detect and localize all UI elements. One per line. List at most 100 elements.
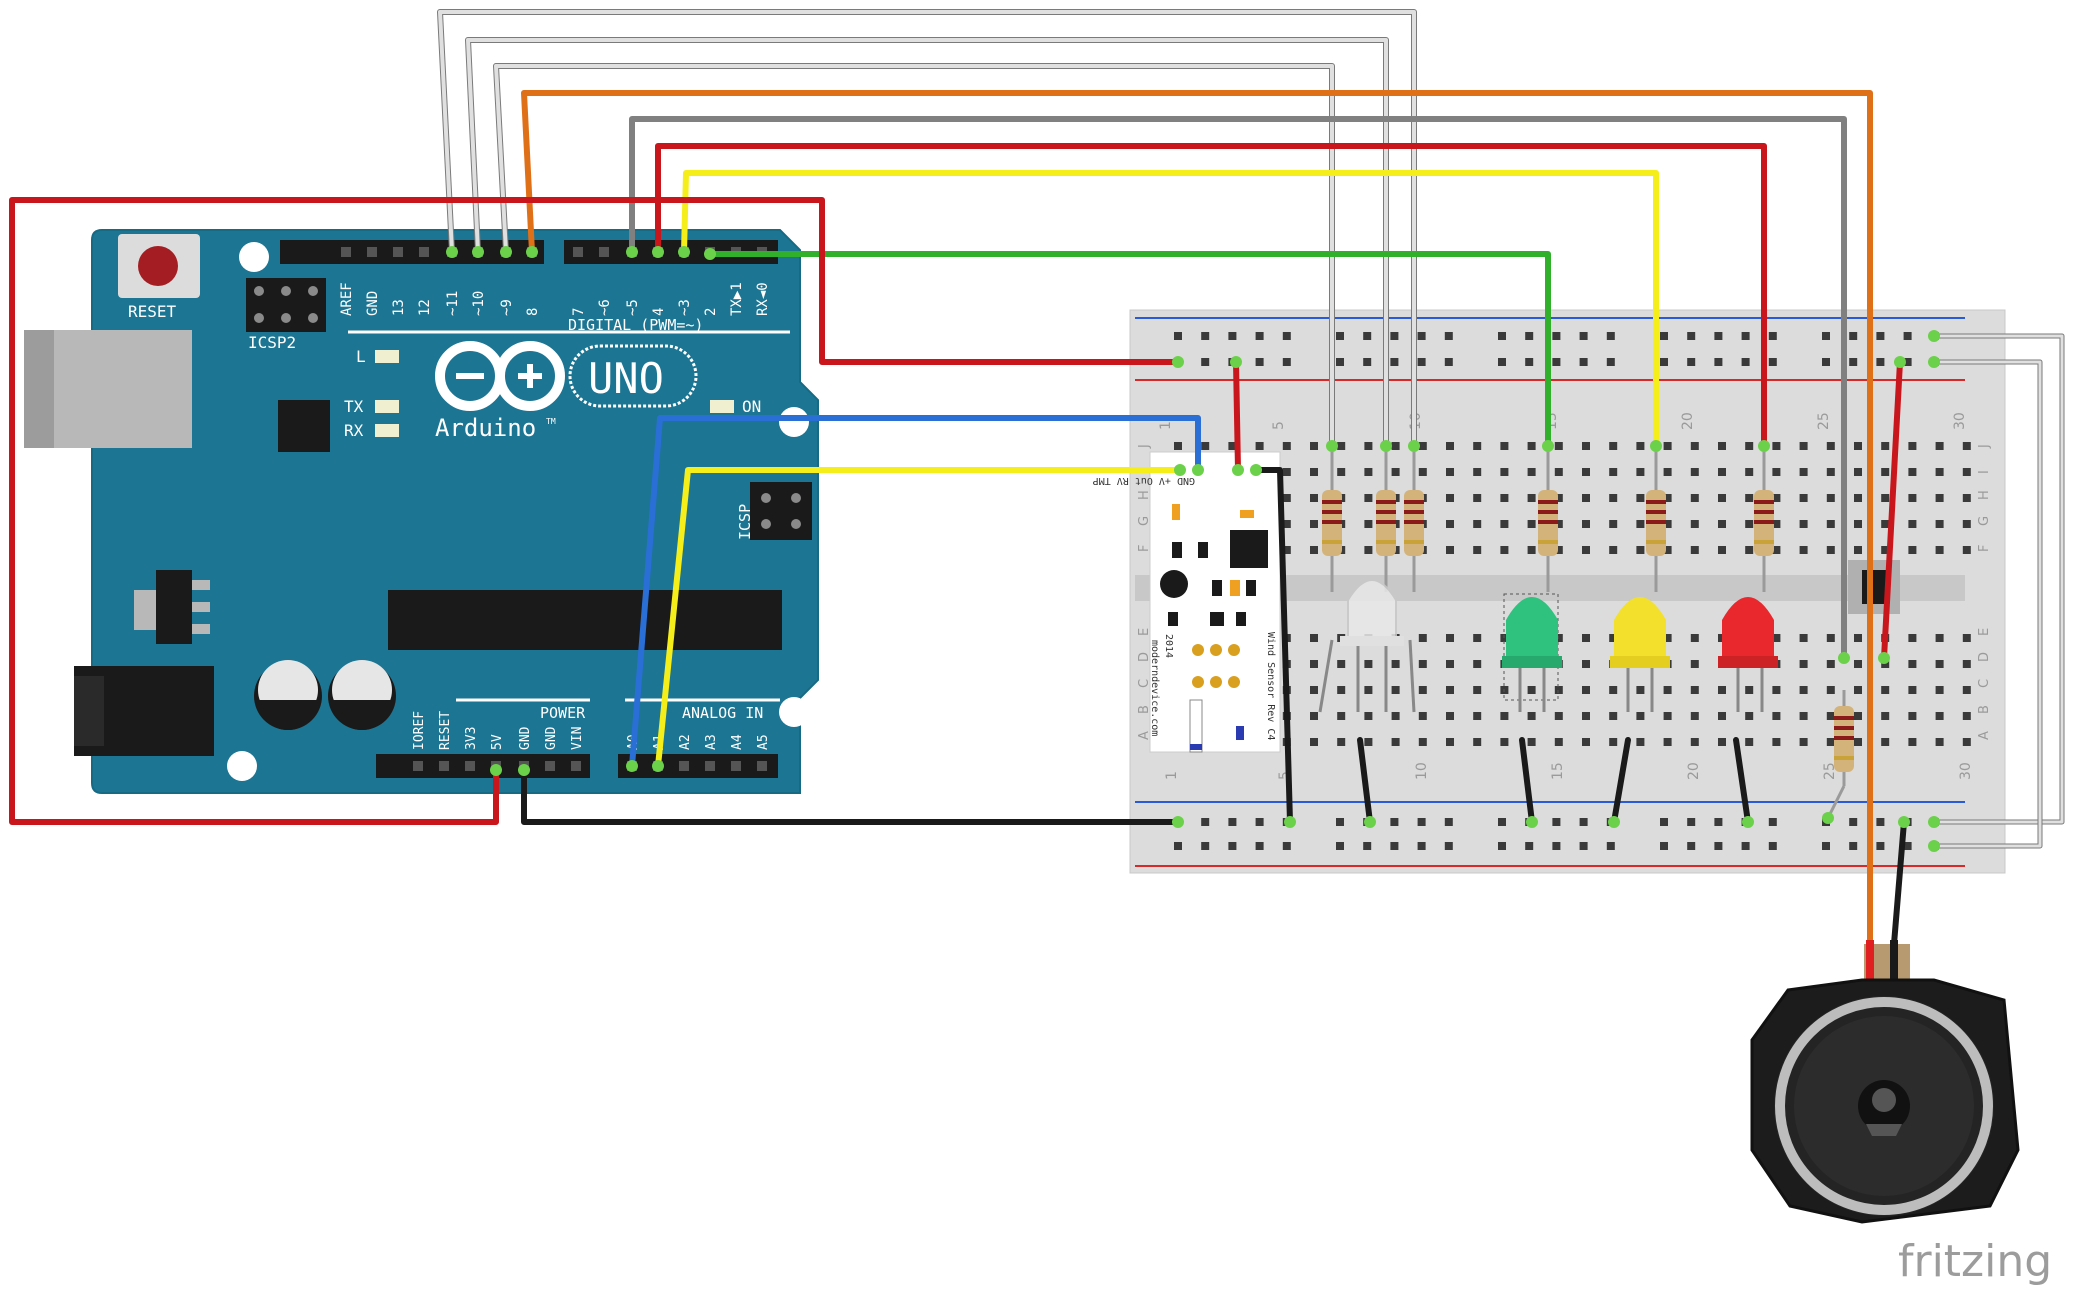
breadboard-hole bbox=[1663, 634, 1672, 642]
connection-point bbox=[652, 246, 664, 258]
breadboard-hole bbox=[1500, 712, 1509, 720]
row-letter: H bbox=[1977, 490, 1992, 500]
breadboard-hole bbox=[1826, 712, 1835, 720]
breadboard-hole bbox=[1935, 546, 1944, 554]
breadboard-hole bbox=[1255, 442, 1264, 450]
col-number-bottom: 5 bbox=[1277, 771, 1293, 780]
connection-point bbox=[518, 764, 530, 776]
resistor bbox=[1646, 446, 1666, 592]
breadboard-rail-hole bbox=[1525, 842, 1534, 850]
breadboard-hole bbox=[1799, 712, 1808, 720]
breadboard-rail-hole bbox=[1363, 358, 1372, 366]
wire-5v-red[interactable] bbox=[9, 197, 1181, 825]
breadboard-hole bbox=[1690, 468, 1699, 476]
wire-button-red[interactable] bbox=[1881, 359, 1903, 661]
connection-point bbox=[1894, 356, 1906, 368]
breadboard-hole bbox=[1690, 738, 1699, 746]
wire-endpoints bbox=[446, 246, 1940, 852]
breadboard-hole bbox=[1745, 494, 1754, 502]
breadboard-rail-hole bbox=[1606, 358, 1615, 366]
wire-led-gnd[interactable] bbox=[1611, 737, 1631, 825]
breadboard-hole bbox=[1473, 546, 1482, 554]
wire-pin2-green[interactable] bbox=[707, 251, 1551, 449]
uno-badge bbox=[568, 344, 698, 408]
breadboard-hole bbox=[1690, 520, 1699, 528]
breadboard-hole bbox=[1582, 468, 1590, 476]
breadboard-hole bbox=[1609, 738, 1618, 746]
wire-rail-jumper[interactable] bbox=[1932, 334, 2064, 824]
digital-pin-label: 7 bbox=[571, 308, 587, 316]
row-letter: G bbox=[1977, 516, 1992, 526]
green-led bbox=[1502, 593, 1562, 712]
breadboard-rail-hole bbox=[1849, 842, 1858, 850]
header-pin bbox=[439, 761, 449, 771]
breadboard-hole bbox=[1446, 520, 1454, 528]
breadboard-hole bbox=[1799, 738, 1808, 746]
breadboard-hole bbox=[1636, 468, 1645, 476]
yellow-led bbox=[1610, 597, 1670, 712]
wire-led-gnd[interactable] bbox=[1733, 737, 1751, 825]
header-pin bbox=[573, 247, 583, 257]
digital-pin-label: ~5 bbox=[625, 299, 641, 316]
breadboard-hole bbox=[1282, 468, 1291, 476]
row-letter: F bbox=[1977, 545, 1992, 552]
wire-sensor-vcc[interactable] bbox=[1233, 359, 1241, 473]
breadboard-hole bbox=[1854, 546, 1862, 554]
breadboard-hole bbox=[1663, 546, 1672, 554]
push-button[interactable] bbox=[1848, 560, 1900, 614]
wire-speaker-gnd[interactable] bbox=[1891, 819, 1907, 947]
col-number-bottom: 1 bbox=[1164, 771, 1180, 780]
breadboard-hole bbox=[1310, 520, 1318, 528]
breadboard-hole bbox=[1636, 442, 1645, 450]
breadboard-hole bbox=[1881, 660, 1890, 668]
breadboard-rail-hole bbox=[1822, 842, 1830, 850]
breadboard-hole bbox=[1527, 442, 1536, 450]
mount-hole bbox=[227, 751, 257, 781]
wire-led-gnd[interactable] bbox=[1357, 737, 1373, 825]
breadboard-hole bbox=[1636, 494, 1645, 502]
breadboard-hole bbox=[1826, 634, 1835, 642]
breadboard-rail-hole bbox=[1876, 332, 1885, 340]
breadboard-hole bbox=[1527, 686, 1536, 694]
breadboard-hole bbox=[1582, 712, 1590, 720]
breadboard-rail-hole bbox=[1741, 842, 1750, 850]
breadboard-hole bbox=[1935, 712, 1944, 720]
potentiometer[interactable] bbox=[1160, 570, 1188, 598]
breadboard-hole bbox=[1799, 686, 1808, 694]
breadboard-hole bbox=[1582, 738, 1590, 746]
breadboard-hole bbox=[1718, 494, 1726, 502]
wire-rail-jumper[interactable] bbox=[1932, 360, 2042, 848]
wire-pin3-yellow[interactable] bbox=[681, 170, 1659, 449]
wire-led-gnd[interactable] bbox=[1519, 737, 1535, 825]
breadboard-hole bbox=[1690, 494, 1699, 502]
breadboard-rail-hole bbox=[1552, 332, 1561, 340]
breadboard-rail-hole bbox=[1255, 358, 1264, 366]
wire-gnd-black[interactable] bbox=[521, 767, 1181, 825]
wire-pin8-orange[interactable] bbox=[521, 90, 1873, 947]
wires bbox=[9, 9, 2065, 947]
breadboard-rail-hole bbox=[1714, 818, 1723, 826]
breadboard-hole bbox=[1908, 468, 1917, 476]
breadboard-rail-hole bbox=[1444, 332, 1453, 340]
led-rx bbox=[375, 424, 399, 437]
breadboard-hole bbox=[1881, 546, 1890, 554]
connection-point bbox=[704, 248, 716, 260]
breadboard-rail-hole bbox=[1228, 818, 1237, 826]
breadboard-hole bbox=[1446, 546, 1454, 554]
breadboard-hole bbox=[1663, 520, 1672, 528]
breadboard-rail-hole bbox=[1201, 332, 1210, 340]
digital-pin-label: AREF bbox=[339, 282, 355, 316]
connection-point bbox=[1172, 816, 1184, 828]
wire-pin11[interactable] bbox=[437, 9, 1417, 449]
connection-point bbox=[1928, 816, 1940, 828]
breadboard-rail-hole bbox=[1255, 842, 1264, 850]
wire-pin10[interactable] bbox=[465, 37, 1389, 449]
wire-a1-yellow[interactable] bbox=[655, 467, 1183, 769]
breadboard-hole bbox=[1935, 660, 1944, 668]
wire-a0-blue[interactable] bbox=[629, 415, 1201, 769]
wire-sensor-gnd[interactable] bbox=[1253, 467, 1293, 825]
reset-button[interactable] bbox=[118, 234, 200, 298]
wire-pin5-gray[interactable] bbox=[629, 116, 1847, 661]
breadboard-hole bbox=[1908, 442, 1917, 450]
breadboard-hole bbox=[1663, 738, 1672, 746]
